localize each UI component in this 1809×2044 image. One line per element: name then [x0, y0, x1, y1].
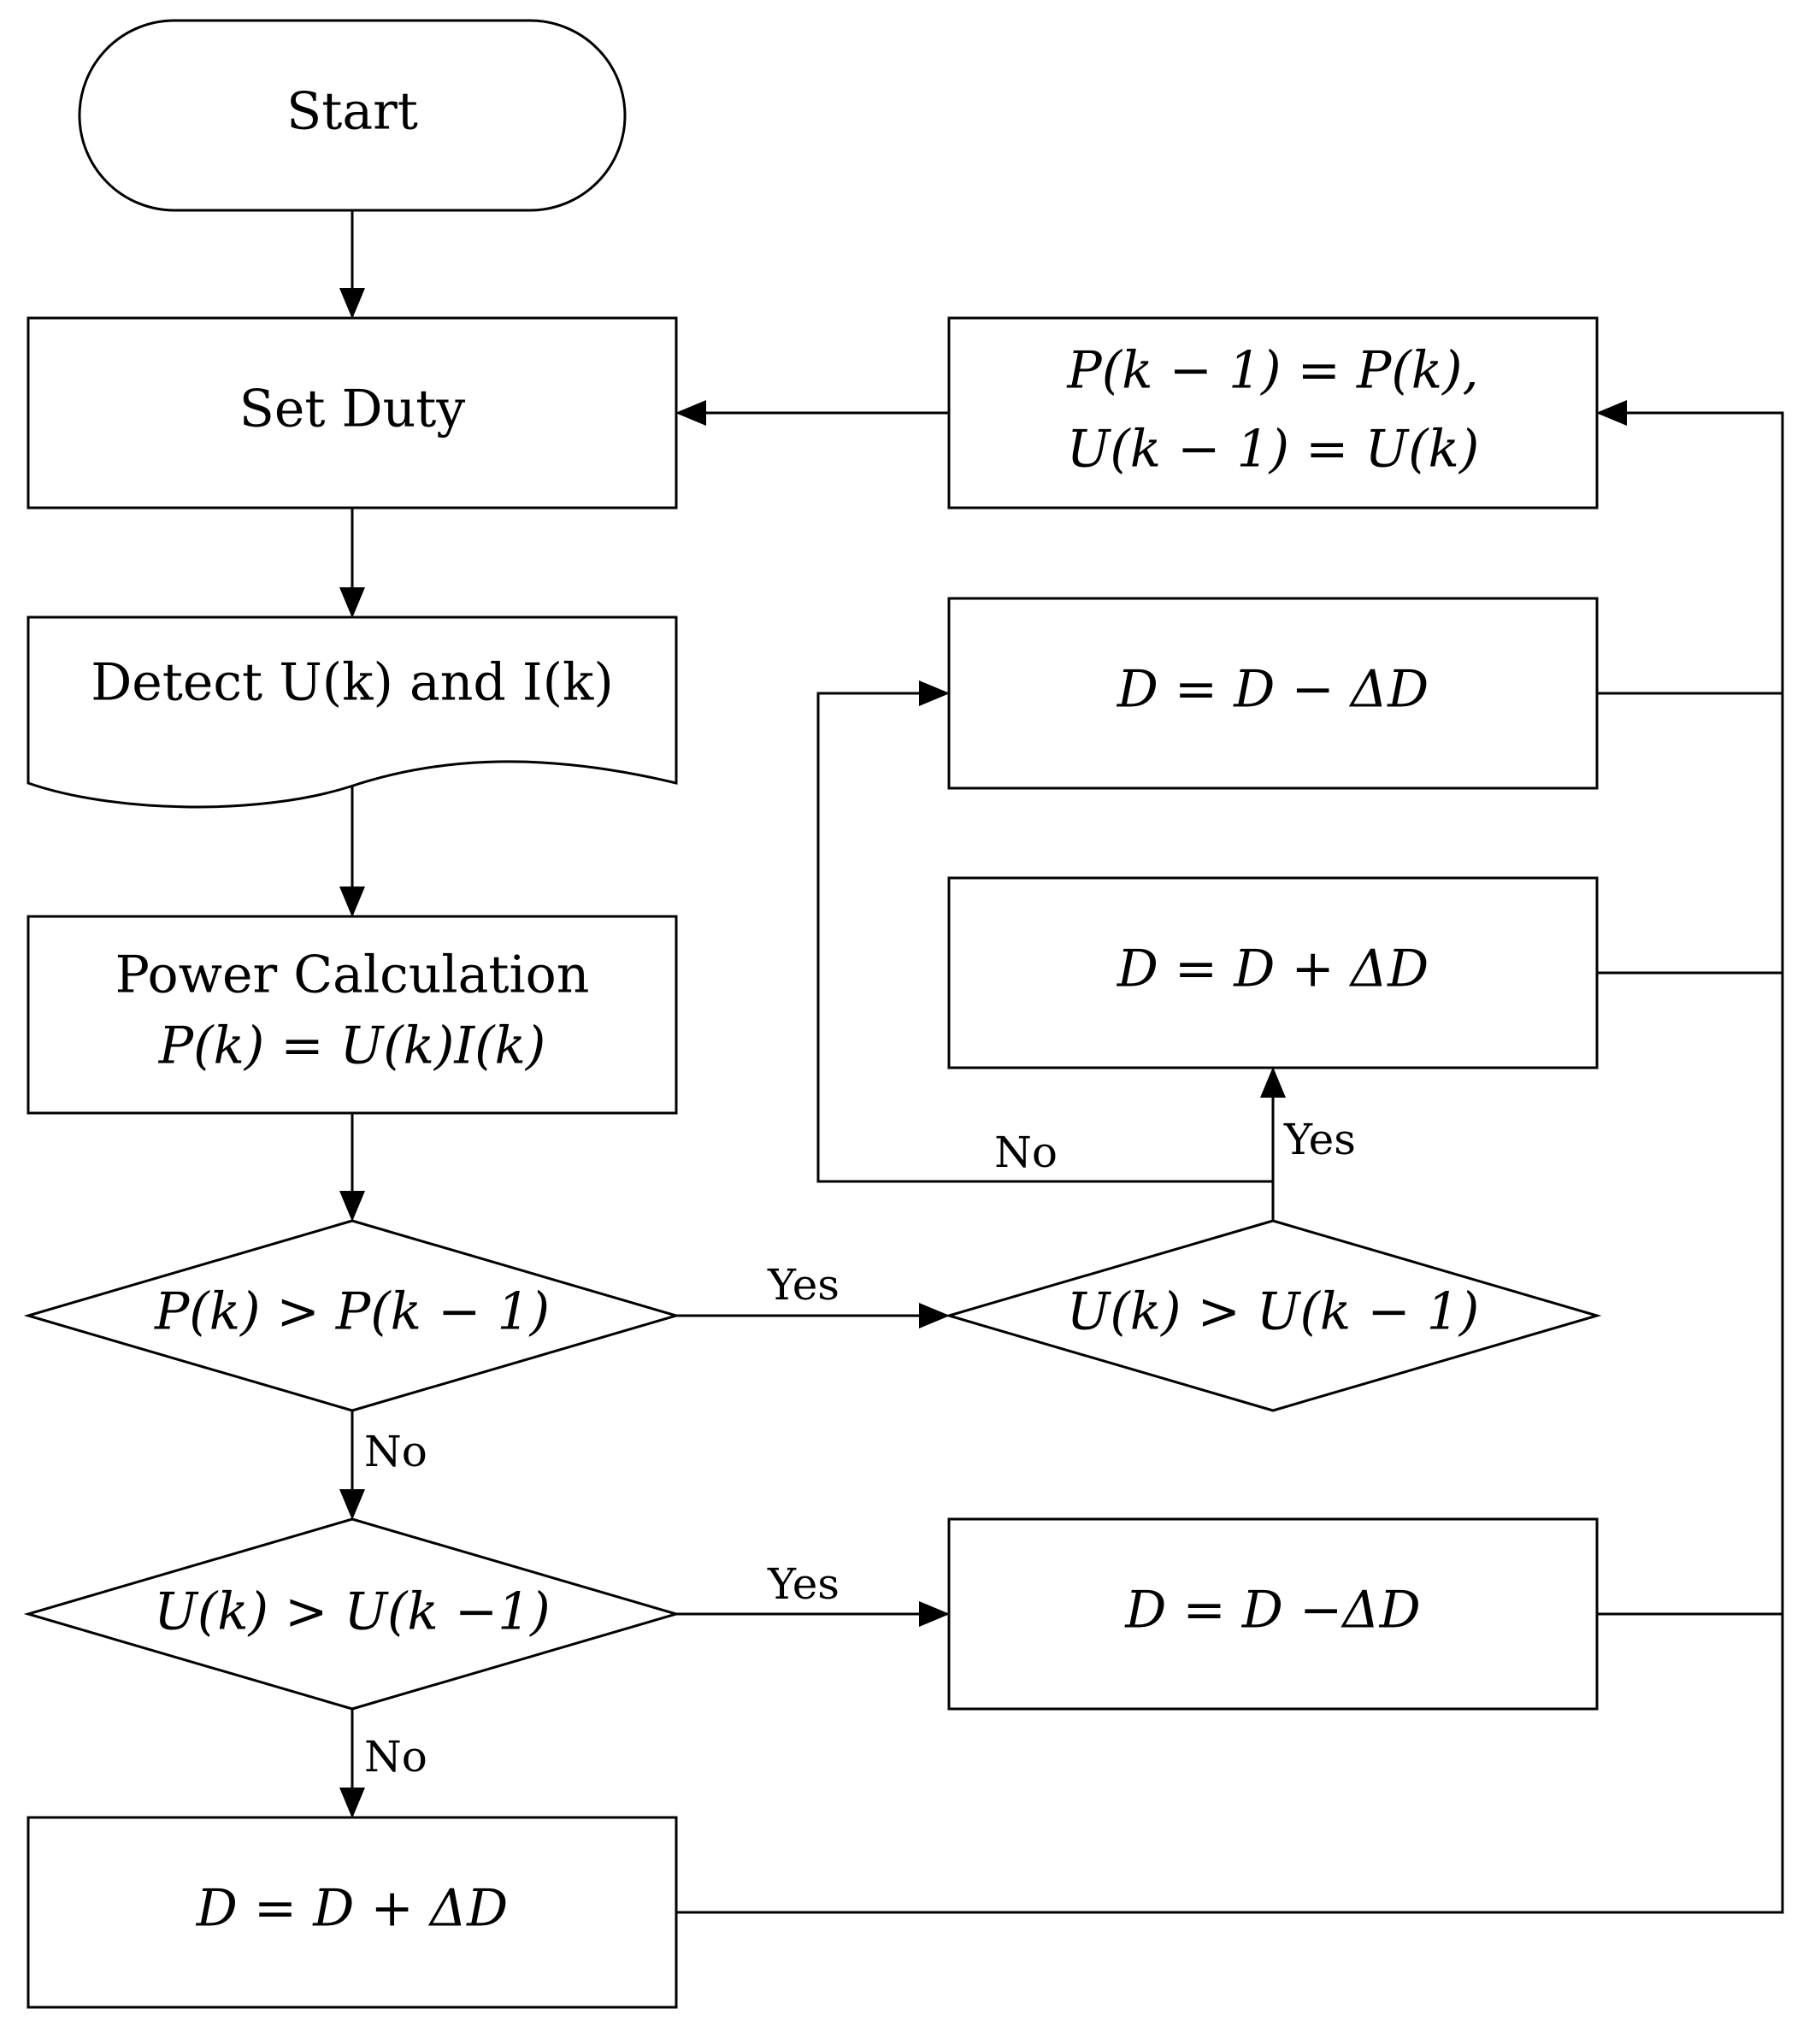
edge-label-u-right-yes: Yes	[1283, 1115, 1356, 1164]
update-box	[947, 316, 1599, 510]
decision-u-left-label: U(k) > U(k −1)	[154, 1582, 550, 1642]
decrease-bottom-label: D = D −ΔD	[1124, 1581, 1420, 1641]
connector-final-increase-out	[676, 400, 1784, 1914]
increase-top-label: D = D + ΔD	[1117, 940, 1429, 999]
edge-label-p-yes: Yes	[767, 1260, 840, 1310]
increase-top-box	[947, 876, 1599, 1069]
decision-u-right-diamond	[944, 1219, 1602, 1412]
decision-u-right-label: U(k) > U(k − 1)	[1067, 1282, 1480, 1342]
final-increase-box	[27, 1816, 678, 2009]
power-calculation-title: Power Calculation	[115, 945, 590, 1005]
edge-label-p-no: No	[364, 1427, 427, 1476]
decision-p-label: P(k) > P(k − 1)	[154, 1282, 550, 1342]
decrease-top-box	[947, 597, 1599, 790]
decrease-bottom-box	[947, 1517, 1599, 1711]
edge-label-u-left-yes: Yes	[767, 1559, 840, 1609]
detect-document-shape	[27, 616, 678, 809]
detect-label: Detect U(k) and I(k)	[91, 653, 614, 713]
update-line1: P(k − 1) = P(k),	[1066, 341, 1478, 401]
final-increase-label: D = D + ΔD	[196, 1879, 508, 1939]
set-duty-box	[27, 316, 678, 510]
decrease-top-label: D = D − ΔD	[1117, 660, 1429, 720]
arrow-decision-u-right-no	[816, 680, 1273, 1183]
update-line2: U(k − 1) = U(k)	[1067, 420, 1480, 480]
edge-label-u-right-no: No	[994, 1128, 1058, 1177]
power-calculation-formula: P(k) = U(k)I(k)	[158, 1016, 546, 1076]
start-label: Start	[286, 82, 418, 142]
set-duty-label: Set Duty	[239, 380, 466, 439]
edge-label-u-left-no: No	[364, 1732, 427, 1782]
